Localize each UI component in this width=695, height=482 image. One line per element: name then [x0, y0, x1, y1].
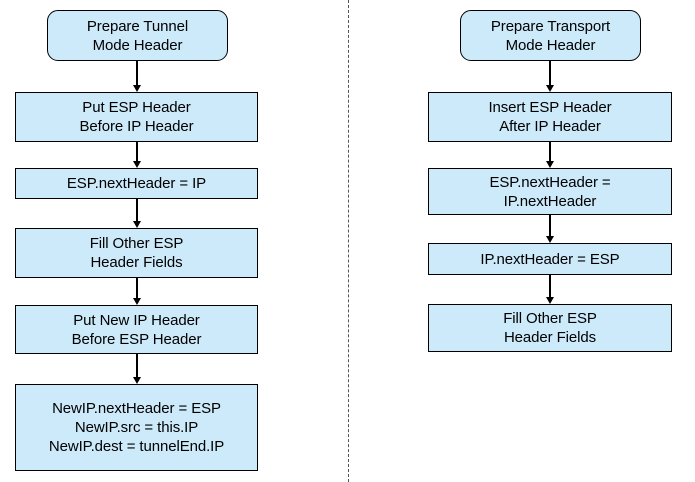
arrow-stem — [136, 61, 138, 86]
arrow-stem — [549, 142, 551, 162]
node-label: Fill Other ESP Header Fields — [89, 235, 184, 271]
node-label: Put ESP Header Before IP Header — [79, 99, 194, 135]
flowchart-node-transport-ip-nextheader[interactable]: IP.nextHeader = ESP — [428, 243, 672, 275]
node-label: Fill Other ESP Header Fields — [503, 310, 597, 346]
arrow-stem — [549, 215, 551, 237]
arrow-stem — [136, 142, 138, 162]
flowchart-node-tunnel-put-esp[interactable]: Put ESP Header Before IP Header — [15, 92, 258, 142]
node-label: NewIP.nextHeader = ESP NewIP.src = this.… — [48, 400, 225, 455]
arrow-head-icon — [132, 298, 141, 305]
node-label: ESP.nextHeader = IP.nextHeader — [489, 173, 611, 210]
flowchart-node-transport-insert-esp[interactable]: Insert ESP Header After IP Header — [428, 92, 672, 142]
flowchart-node-tunnel-fill-other[interactable]: Fill Other ESP Header Fields — [15, 228, 258, 278]
node-label: Put New IP Header Before ESP Header — [71, 311, 202, 348]
arrow-head-icon — [545, 85, 554, 92]
arrow-stem — [136, 199, 138, 222]
arrow-head-icon — [132, 161, 141, 168]
arrow-head-icon — [132, 377, 141, 384]
node-label: ESP.nextHeader = IP — [66, 175, 207, 192]
flowchart-node-tunnel-put-new-ip[interactable]: Put New IP Header Before ESP Header — [15, 305, 258, 354]
node-label: IP.nextHeader = ESP — [480, 250, 620, 268]
arrow-stem — [549, 61, 551, 86]
flowchart-node-tunnel-start[interactable]: Prepare Tunnel Mode Header — [47, 10, 228, 61]
arrow-head-icon — [132, 221, 141, 228]
arrow-head-icon — [545, 297, 554, 304]
node-label: Prepare Transport Mode Header — [490, 17, 611, 54]
arrow-head-icon — [132, 85, 141, 92]
arrow-head-icon — [545, 161, 554, 168]
flowchart-node-transport-esp-nextheader[interactable]: ESP.nextHeader = IP.nextHeader — [428, 168, 672, 215]
flowchart-node-transport-fill-other[interactable]: Fill Other ESP Header Fields — [428, 304, 672, 352]
node-label: Prepare Tunnel Mode Header — [86, 17, 189, 54]
flowchart-node-transport-start[interactable]: Prepare Transport Mode Header — [460, 10, 641, 61]
arrow-stem — [136, 354, 138, 378]
arrow-head-icon — [545, 236, 554, 243]
arrow-stem — [136, 278, 138, 299]
arrow-stem — [549, 275, 551, 298]
node-label: Insert ESP Header After IP Header — [488, 99, 612, 135]
vertical-dashed-divider — [348, 0, 349, 482]
flowchart-node-tunnel-esp-nextheader[interactable]: ESP.nextHeader = IP — [15, 168, 258, 199]
flowchart-node-tunnel-newip-fields[interactable]: NewIP.nextHeader = ESP NewIP.src = this.… — [15, 384, 258, 471]
